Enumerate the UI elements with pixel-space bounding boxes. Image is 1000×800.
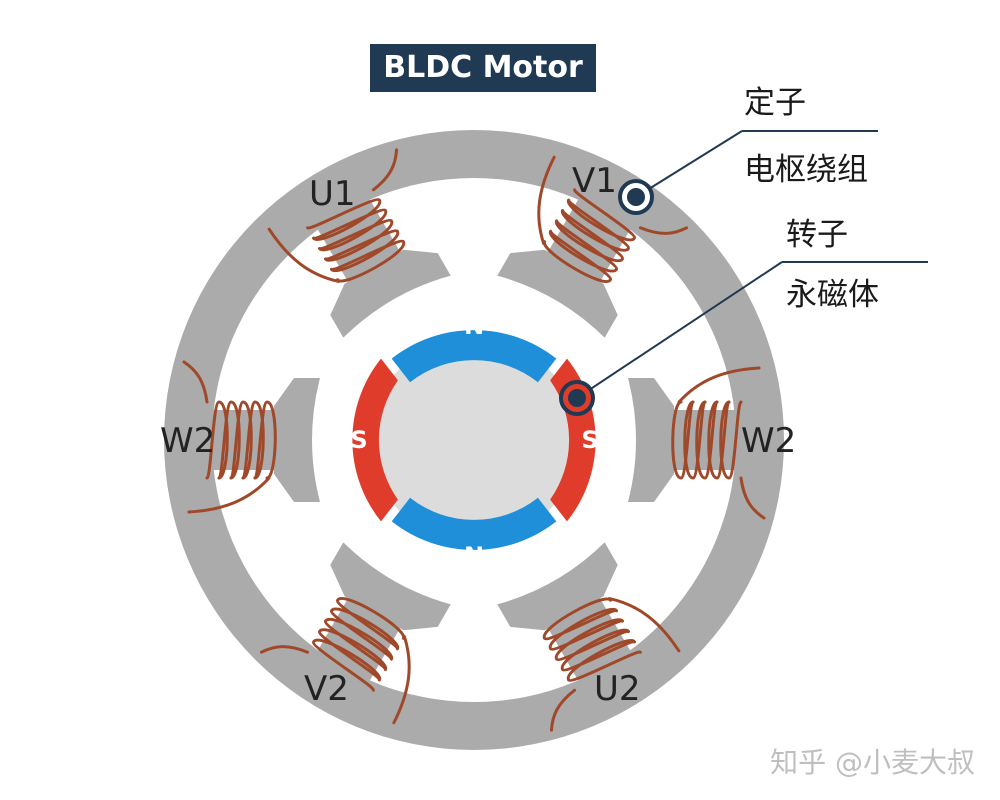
winding-lead-out (549, 688, 577, 732)
winding-lead-in (267, 227, 341, 283)
winding-lead-in (392, 635, 411, 725)
rotor-callout-line1: 转子 (786, 217, 848, 253)
rotor: N N S S (350, 312, 598, 570)
winding-turn (707, 400, 731, 480)
winding-turn (549, 219, 618, 273)
pole-label-top: N (464, 312, 484, 340)
winding-turn (229, 400, 253, 480)
pole-shoe (330, 542, 451, 631)
diagram-title: BLDC Motor (370, 44, 596, 92)
rotor-callout-leader (576, 261, 783, 399)
south-pole-left (352, 358, 398, 522)
winding-turn (567, 188, 636, 242)
winding-turn (561, 628, 636, 672)
pole-label-bottom: N (464, 542, 484, 570)
winding-lead-out (739, 476, 766, 520)
winding-turn (555, 618, 630, 661)
stator-callout: 定子 电枢绕组 (618, 85, 878, 215)
winding-lead-out (638, 226, 689, 235)
winding-turn (695, 400, 719, 480)
pole-shoe (628, 378, 674, 502)
tooth-body (204, 410, 279, 470)
tooth-body (545, 191, 635, 287)
winding-lead-in (607, 597, 681, 653)
winding-turn (217, 400, 241, 480)
tooth-body (313, 191, 403, 287)
stator-tooth-u1 (267, 148, 451, 338)
winding-turn (555, 209, 624, 263)
rotor-callout: 转子 永磁体 (559, 217, 928, 416)
coil-label-w2-left: W2 (160, 421, 215, 461)
pole-label-left: S (350, 426, 367, 454)
winding-turn (330, 239, 405, 283)
rotor-callout-line2: 永磁体 (786, 277, 879, 313)
winding-turn (683, 400, 707, 480)
stator-tooth-w2-left (182, 360, 320, 514)
winding-lead-out (259, 645, 310, 654)
pole-shoe (497, 542, 618, 631)
pole-label-right: S (581, 426, 598, 454)
winding-turn (324, 229, 399, 273)
watermark: 知乎 @小麦大叔 (770, 746, 975, 779)
winding-turn (567, 639, 642, 682)
winding-turn (324, 617, 393, 671)
north-pole-top (391, 330, 557, 383)
tooth-body (313, 593, 403, 689)
north-pole-bottom (391, 497, 557, 550)
winding-turn (312, 208, 387, 252)
winding-turn (336, 597, 405, 651)
winding-lead-out (182, 360, 209, 404)
winding-turn (543, 229, 612, 283)
stator-tooth-u2 (497, 542, 681, 732)
winding-lead-in (187, 476, 271, 514)
winding-turn (561, 198, 630, 252)
coil-label-w2-right: W2 (741, 421, 796, 461)
winding-turn (306, 198, 381, 241)
winding-turn (312, 638, 381, 692)
stator-callout-marker-dot (627, 188, 645, 206)
winding-turn (241, 400, 265, 480)
winding-turn (253, 400, 277, 480)
coil-label-u2: U2 (594, 669, 641, 709)
winding-turn (549, 607, 624, 651)
winding-turn (330, 607, 399, 661)
coil-label-v2: V2 (304, 669, 349, 709)
winding-turn (205, 400, 229, 480)
coil-label-v1: V1 (572, 161, 617, 201)
winding-turn (318, 628, 387, 682)
tooth-body (669, 410, 744, 470)
stator-callout-line1: 定子 (744, 85, 806, 121)
stator-callout-line2: 电枢绕组 (744, 152, 868, 188)
rotor-callout-marker-dot (568, 389, 586, 407)
coil-label-u1: U1 (309, 174, 356, 214)
stator-tooth-v2 (259, 542, 451, 725)
pole-shoe (497, 249, 618, 338)
pole-shoe (274, 378, 320, 502)
winding-lead-in (537, 155, 556, 245)
stator-tooth-v1 (497, 155, 689, 338)
winding-turn (543, 597, 618, 641)
tooth-body (545, 593, 635, 689)
rotor-core (371, 337, 577, 543)
winding-turn (671, 400, 695, 480)
pole-shoe (330, 249, 451, 338)
stator-tooth-w2-right (628, 366, 766, 520)
winding-lead-in (677, 366, 761, 404)
stator-callout-leader (635, 130, 743, 198)
winding-turn (318, 219, 393, 262)
winding-lead-out (371, 148, 399, 192)
winding-turn (719, 400, 743, 480)
stator-teeth (182, 148, 766, 732)
